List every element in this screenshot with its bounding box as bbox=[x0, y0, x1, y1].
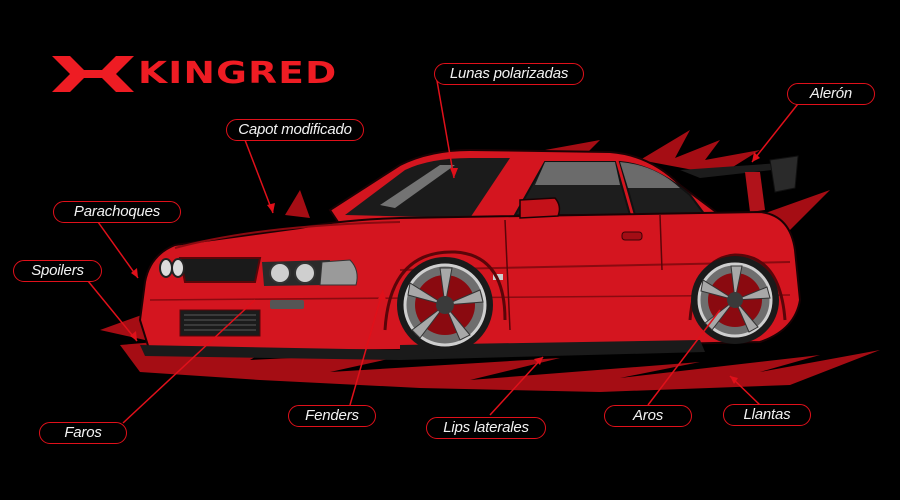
callout-capot-modificado: Capot modificado bbox=[226, 119, 364, 141]
kingred-logo-mark-icon bbox=[52, 56, 134, 92]
rear-wheel bbox=[691, 256, 779, 344]
leader-lines bbox=[87, 74, 806, 424]
brand-name: KINGRED bbox=[138, 56, 338, 91]
car-body bbox=[138, 148, 802, 360]
front-wheel bbox=[397, 257, 493, 353]
callout-aleron: Alerón bbox=[787, 83, 875, 105]
brand-logo: KINGRED bbox=[52, 56, 336, 92]
callout-faros: Faros bbox=[39, 422, 127, 444]
callout-aros: Aros bbox=[604, 405, 692, 427]
rear-wing bbox=[680, 155, 799, 212]
callout-spoilers: Spoilers bbox=[13, 260, 102, 282]
callout-parachoques: Parachoques bbox=[53, 201, 181, 223]
callout-llantas: Llantas bbox=[723, 404, 811, 426]
callout-fenders: Fenders bbox=[288, 405, 376, 427]
callout-lips-laterales: Lips laterales bbox=[426, 417, 546, 439]
headlights bbox=[159, 258, 358, 286]
leader-arrowheads bbox=[130, 152, 760, 384]
callout-lunas-polarizadas: Lunas polarizadas bbox=[434, 63, 584, 85]
